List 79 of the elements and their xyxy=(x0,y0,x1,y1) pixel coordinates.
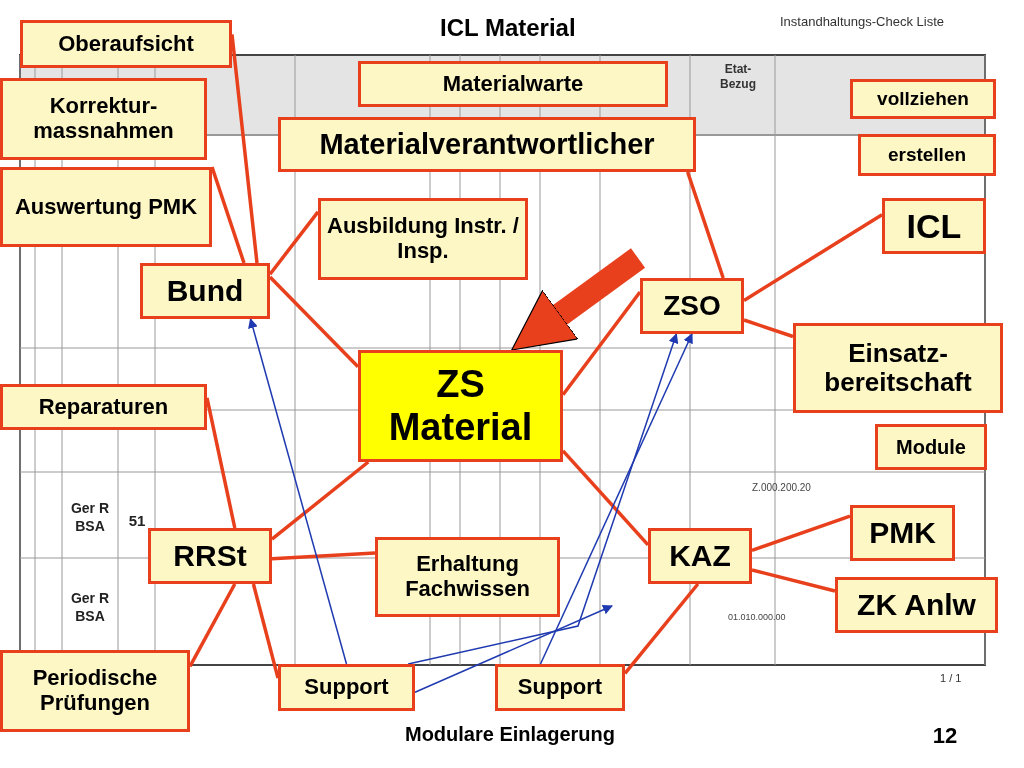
label-box xyxy=(793,323,1003,413)
header-text: Instandhaltungs-Check Liste xyxy=(780,14,946,31)
box-text: Korrektur-massnahmen xyxy=(32,94,175,144)
label-box xyxy=(850,79,996,119)
box-text: Support xyxy=(304,675,389,700)
label-box xyxy=(850,505,955,561)
label-box xyxy=(495,664,625,711)
label-box xyxy=(278,117,696,172)
connector-line xyxy=(270,460,370,541)
label-box xyxy=(640,278,744,334)
label-box xyxy=(318,198,528,280)
box-text: ICL xyxy=(906,206,962,246)
connector-line xyxy=(230,34,259,264)
box-text: Oberaufsicht xyxy=(58,31,194,57)
box-text: Module xyxy=(896,435,966,459)
slide-number: 12 xyxy=(931,722,959,750)
label-box xyxy=(375,537,560,617)
connector-line xyxy=(686,171,725,279)
arrow xyxy=(414,605,613,693)
box-text: ZSO xyxy=(663,290,721,322)
label-box xyxy=(0,78,207,160)
table-cell-text: 01.010.000.00 xyxy=(728,612,787,624)
connector-line xyxy=(743,213,883,302)
table-cell-text: Ger R BSA xyxy=(69,500,111,535)
page-number: 1 / 1 xyxy=(940,672,963,686)
label-box xyxy=(875,424,987,470)
connector-line xyxy=(268,210,320,276)
footer-text: Modulare Einlagerung xyxy=(404,722,616,747)
label-box xyxy=(858,134,996,176)
box-text: Materialverantwortlicher xyxy=(319,128,655,161)
arrow xyxy=(407,333,679,665)
connector-line xyxy=(743,318,794,339)
box-text: Auswertung PMK xyxy=(14,194,198,220)
box-text: ZS Material xyxy=(387,363,534,449)
block-arrow xyxy=(511,248,646,351)
label-box xyxy=(882,198,986,254)
table-cell-text: Z.000.200.20 xyxy=(752,482,812,495)
box-text: Materialwarte xyxy=(442,71,584,97)
box-text: vollziehen xyxy=(877,88,969,110)
label-box xyxy=(835,577,998,633)
label-box xyxy=(0,650,190,732)
box-text: Bund xyxy=(166,274,244,308)
arrow xyxy=(248,318,348,665)
label-box xyxy=(648,528,752,584)
connector-line xyxy=(188,583,237,668)
label-box xyxy=(20,20,232,68)
box-text: erstellen xyxy=(887,144,967,166)
title: ICL Material xyxy=(440,13,576,43)
box-text: KAZ xyxy=(669,539,731,573)
box-text: RRSt xyxy=(173,539,247,573)
connector-line xyxy=(210,166,246,264)
connector-line xyxy=(561,449,650,546)
connector-line xyxy=(268,275,360,369)
box-text: Support xyxy=(517,675,603,700)
box-text: PMK xyxy=(869,516,936,550)
table-cell-text: Ger R BSA xyxy=(69,590,111,625)
connector-line xyxy=(561,290,642,396)
label-box xyxy=(148,528,272,584)
column-header: Etat- Bezug xyxy=(719,62,757,92)
box-text: Erhaltung Fachwissen xyxy=(404,552,531,602)
connector-line xyxy=(271,551,376,561)
box-text: ZK Anlw xyxy=(857,588,976,622)
box-text: Einsatz-bereitschaft xyxy=(823,338,973,398)
label-box xyxy=(0,384,207,430)
connector-line xyxy=(751,514,851,553)
box-text: Periodische Prüfungen xyxy=(31,666,159,716)
label-box xyxy=(0,167,212,247)
connector-line xyxy=(751,568,836,593)
label-box xyxy=(140,263,270,319)
table-cell-text: 51 xyxy=(127,512,147,531)
label-box xyxy=(358,61,668,107)
label-box xyxy=(358,350,563,462)
box-text: Reparaturen xyxy=(38,394,169,420)
arrow xyxy=(539,333,693,665)
label-box xyxy=(278,664,415,711)
connector-line xyxy=(205,397,237,529)
box-text: Ausbildung Instr. / Insp. xyxy=(326,214,520,264)
connector-line xyxy=(623,582,700,675)
connector-line xyxy=(251,583,280,679)
